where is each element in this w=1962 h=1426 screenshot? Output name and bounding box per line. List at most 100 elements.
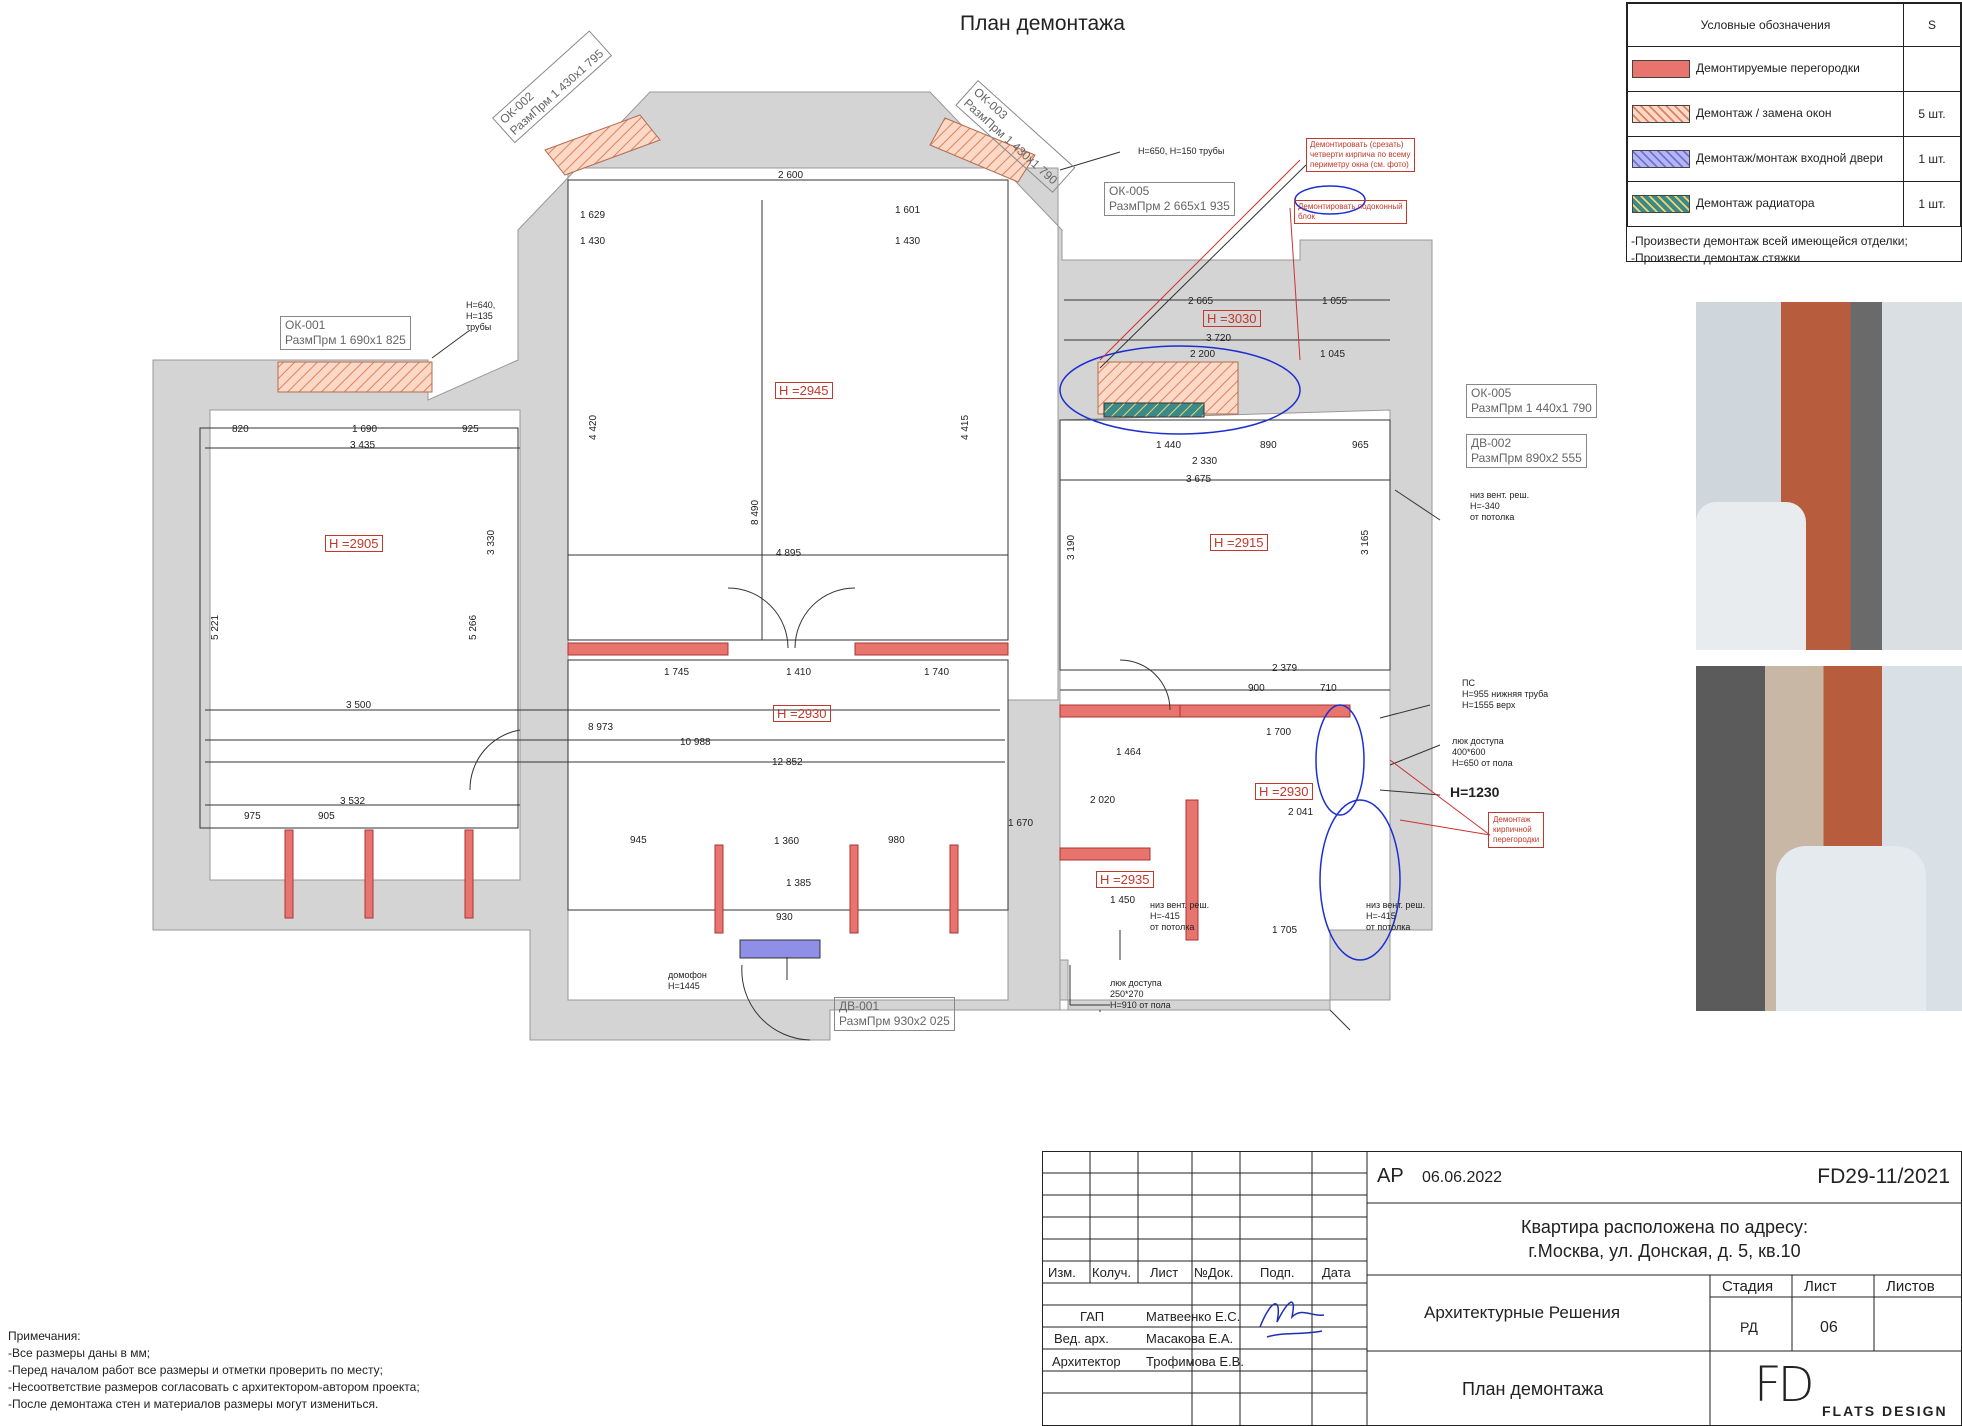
note-intercom: домофон H=1445 — [668, 970, 707, 992]
radiator — [1103, 402, 1205, 418]
photo-wrap — [1776, 846, 1926, 1011]
dimension-label: 5 221 — [210, 614, 221, 640]
dimension-label: 1 745 — [664, 667, 690, 678]
note-line: периметру окна (см. фото) — [1310, 160, 1409, 169]
dimension-label: 1 690 — [352, 424, 378, 435]
stage-value: РД — [1740, 1319, 1758, 1335]
title-block-grid — [1042, 1151, 1962, 1426]
section-title: Архитектурные Решения — [1424, 1303, 1621, 1322]
height-label: H =3030 — [1203, 310, 1261, 327]
dimension-label: 930 — [776, 912, 793, 923]
col-koluch: Колуч. — [1092, 1265, 1131, 1280]
dimension-label: 4 895 — [776, 548, 802, 559]
col-sign: Подп. — [1260, 1265, 1295, 1280]
note-line: H=640, — [466, 300, 496, 310]
dimension-label: 2 020 — [1090, 795, 1116, 806]
height-label: H =2935 — [1096, 871, 1154, 888]
dimension-label: 905 — [318, 811, 335, 822]
dimension-label: 900 — [1248, 683, 1265, 694]
dimension-label: 925 — [462, 424, 479, 435]
note-line: H=650, H=150 трубы — [1138, 146, 1225, 156]
note-line: низ вент. реш. — [1366, 900, 1426, 910]
dimension-label: 2 665 — [1188, 296, 1214, 307]
height-label: H =2930 — [1255, 783, 1313, 800]
project-code: FD29-11/2021 — [1817, 1165, 1950, 1188]
note-line: четверти кирпича по всему — [1310, 150, 1411, 159]
dimension-label: 1 705 — [1272, 925, 1298, 936]
note-vent-2: низ вент. реш. H=-415 от потолка — [1150, 900, 1209, 933]
note-line: H=-415 — [1150, 911, 1180, 921]
legend-item: Демонтаж радиатора — [1627, 181, 1904, 227]
legend-item: Демонтаж/монтаж входной двери — [1627, 136, 1904, 182]
general-notes: Примечания: -Все размеры даны в мм; -Пер… — [8, 1328, 420, 1413]
note-line: низ вент. реш. — [1150, 900, 1210, 910]
opening-id: ДВ-001 — [839, 999, 880, 1013]
dimension-label: 3 532 — [340, 796, 366, 807]
opening-tag-ok005b: ОК-005 РазмПрм 1 440х1 790 — [1466, 384, 1597, 418]
dimension-label: 3 500 — [346, 700, 372, 711]
note-hatch-2: люк доступа 250*270 H=910 от пола — [1110, 978, 1171, 1011]
address-value: г.Москва, ул. Донская, д. 5, кв.10 — [1528, 1241, 1801, 1261]
leader-lines — [431, 151, 1441, 1031]
sheet-value: 06 — [1820, 1319, 1838, 1336]
note-line: -После демонтажа стен и материалов разме… — [8, 1397, 379, 1411]
entry-door — [739, 939, 821, 959]
dimension-label: 1 360 — [774, 836, 800, 847]
dimension-label: 975 — [244, 811, 261, 822]
legend-qty: 1 шт. — [1903, 181, 1961, 227]
dimension-label: 2 041 — [1288, 807, 1314, 818]
note-line: блок — [1298, 212, 1315, 221]
opening-id: ОК-001 — [285, 318, 326, 332]
note-sill: Демонтировать подоконный блок — [1294, 200, 1407, 224]
dimension-label: 3 165 — [1360, 529, 1371, 555]
reference-photo-1 — [1696, 302, 1962, 650]
note-line: кирпичной — [1493, 825, 1532, 834]
swatch-window — [1632, 105, 1690, 123]
sheet-title: План демонтажа — [1462, 1379, 1604, 1399]
note-brick-wall: Демонтаж кирпичной перегородки — [1488, 812, 1545, 848]
legend-item-label: Демонтаж/монтаж входной двери — [1696, 151, 1883, 166]
opening-id: ДВ-002 — [1471, 436, 1512, 450]
dimension-label: 10 988 — [680, 737, 711, 748]
note-line: 250*270 — [1110, 989, 1144, 999]
opening-id: ОК-005 — [1471, 386, 1512, 400]
note-ps: ПС H=955 нижняя труба H=1555 верх — [1462, 678, 1548, 711]
dimension-label: 2 330 — [1192, 456, 1218, 467]
red-leaders — [1099, 159, 1491, 836]
legend-col-s: S — [1903, 3, 1961, 47]
dimension-label: 820 — [232, 424, 249, 435]
dimension-label: 3 720 — [1206, 333, 1232, 344]
legend-qty: 5 шт. — [1903, 91, 1961, 137]
dimension-label: 3 435 — [350, 440, 376, 451]
col-date: Дата — [1322, 1265, 1351, 1280]
reference-photo-2 — [1696, 666, 1962, 1011]
note-line: трубы — [466, 322, 492, 332]
note-line: Демонтировать (срезать) — [1310, 140, 1404, 149]
sheets-label: Листов — [1886, 1278, 1935, 1295]
dimension-label: 1 464 — [1116, 747, 1142, 758]
stage-code: АР — [1377, 1165, 1404, 1187]
swatch-radiator — [1632, 195, 1690, 213]
opening-id: ОК-005 — [1109, 184, 1150, 198]
issue-date: 06.06.2022 — [1422, 1169, 1503, 1186]
note-pipes-1: H=650, H=150 трубы — [1138, 146, 1224, 156]
opening-size: РазмПрм 930х2 025 — [839, 1014, 950, 1028]
legend-notes: -Произвести демонтаж всей имеющейся отде… — [1627, 227, 1961, 273]
note-line: от потолка — [1150, 922, 1195, 932]
dimension-label: 1 670 — [1008, 818, 1034, 829]
dimension-label: 890 — [1260, 440, 1277, 451]
opening-size: РазмПрм 890х2 555 — [1471, 451, 1582, 465]
photo-wrap — [1696, 502, 1806, 650]
company-logo: FD — [1754, 1357, 1815, 1413]
role-gap: ГАП — [1080, 1309, 1105, 1324]
name-lead: Масакова Е.А. — [1146, 1331, 1234, 1346]
role-lead: Вед. арх. — [1054, 1331, 1109, 1346]
note-line: Демонтаж — [1493, 815, 1531, 824]
dimension-label: 1 385 — [786, 878, 812, 889]
legend-qty: 1 шт. — [1903, 136, 1961, 182]
note-line: H=955 нижняя труба — [1462, 689, 1549, 699]
legend-header: Условные обозначения — [1627, 3, 1904, 47]
role-arch: Архитектор — [1052, 1354, 1121, 1369]
legend-item-label: Демонтаж / замена окон — [1696, 106, 1832, 121]
dimension-label: 945 — [630, 835, 647, 846]
